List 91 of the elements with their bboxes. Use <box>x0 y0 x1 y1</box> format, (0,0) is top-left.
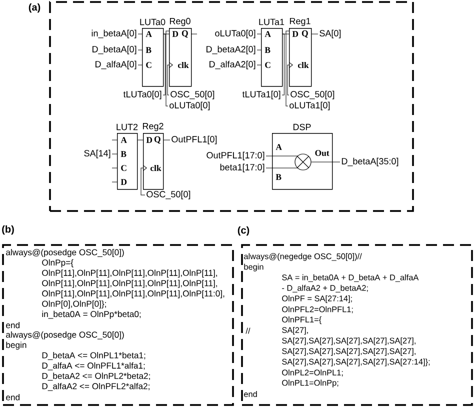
code-line: always@(posedge OSC_50[0]) <box>6 331 124 340</box>
code-line: SA = in_beta0A + D_betaA + D_alfaA <box>282 274 419 282</box>
block-title: Reg2 <box>142 122 164 132</box>
signal-label: D_alfaA2[0] <box>210 60 256 70</box>
signal-label: oLUTa0[0] <box>170 102 210 110</box>
pin-label: D <box>172 31 178 37</box>
block-title: DSP <box>293 124 311 130</box>
code-line: OlnPF = SA[27:14]; <box>282 295 352 303</box>
signal-label: SA[14] <box>84 150 110 158</box>
code-line: always@(negedge OSC_50[0])// <box>244 253 362 261</box>
code-line: SA[27],SA[27],SA[27],SA[27],SA[27], <box>282 348 416 356</box>
block-title: Reg0 <box>170 18 190 26</box>
pin-label: C <box>265 62 270 68</box>
signal-label: SA[0] <box>320 30 341 38</box>
code-line: D_betaA2 <= OlnPL2*beta2; <box>42 372 150 381</box>
code-line: - D_alfaA2 + D_betaA2; <box>282 284 368 292</box>
pin-label: D <box>146 137 152 143</box>
block-title: LUTa1 <box>259 18 284 26</box>
code-line: D_betaA <= OlnPL1*beta1; <box>42 352 146 360</box>
code-line: end <box>244 391 257 398</box>
pin-label: A <box>264 31 271 37</box>
signal-label: tLUTa1[0] <box>242 90 280 100</box>
pin-label: B <box>276 174 282 180</box>
signal-label: OutPFL1[17:0] <box>206 152 264 160</box>
code-line: end <box>6 394 20 400</box>
signal-label: in_betaA[0] <box>92 30 136 38</box>
signal-label: oLUTa0[0] <box>215 30 256 38</box>
code-line: OlnP[11],OlnP[11],OlnP[11],OlnP[11],OlnP[11:0], <box>42 290 224 298</box>
wire <box>286 30 290 106</box>
code-line: in_beta0A = OlnPp*beta0; <box>42 310 141 319</box>
pin-label: clk <box>178 62 189 68</box>
code-line: end <box>6 322 20 328</box>
code-line: always@(posedge OSC_50[0]) <box>6 249 124 258</box>
block-title: LUT2 <box>116 124 138 130</box>
pin-label: Q <box>302 30 308 38</box>
signal-label: OSC_50[0] <box>170 90 214 100</box>
pin-label: B <box>146 47 152 53</box>
signal-label: D_alfaA[0] <box>96 60 136 70</box>
code-line: SA[27],SA[27],SA[27],SA[27],SA[27:14]}; <box>282 358 430 366</box>
signal-label: D_betaA[35:0] <box>342 158 398 166</box>
code-line: OlnPFL1={ <box>282 316 322 324</box>
code-line: OlnPL1=OlnPp; <box>282 380 338 388</box>
code-line: OlnPL2=OlnPL1; <box>282 369 343 376</box>
multiplier-symbol <box>294 154 312 170</box>
code-line: begin <box>244 264 264 272</box>
pin-label: D <box>292 31 298 37</box>
code-line: SA[27], <box>282 326 308 335</box>
panel-label: (c) <box>238 226 250 236</box>
pin-label: D <box>120 179 127 185</box>
pin-label: B <box>120 151 126 157</box>
signal-label: oLUTa1[0] <box>290 102 330 110</box>
block-title: Reg1 <box>290 18 310 26</box>
signal-label: tLUTa0[0] <box>123 90 162 100</box>
signal-label: OSC_50[0] <box>290 90 334 100</box>
code-line: D_alfaA2 <= OlnPFL2*alfa2; <box>42 382 150 391</box>
code-line: OlnPp={ <box>42 259 74 268</box>
pin-label: B <box>264 47 270 53</box>
signal-label: D_betaA[0] <box>92 46 136 54</box>
pin-label: clk <box>298 62 309 68</box>
wire <box>138 64 142 66</box>
pin-label: A <box>276 144 282 150</box>
code-line: OlnP[11],OlnP[11],OlnP[11],OlnP[11],OlnP[11], <box>42 270 217 278</box>
wire <box>140 165 147 196</box>
signal-label: beta1[17:0] <box>220 164 264 172</box>
panel-label: (a) <box>28 3 40 13</box>
pin-label: Q <box>182 30 188 38</box>
wire <box>166 30 170 106</box>
code-line: OlnP[0],OlnP[0]}; <box>42 300 106 309</box>
wire <box>287 62 293 96</box>
wire <box>167 62 173 96</box>
pin-label: clk <box>150 164 162 172</box>
pin-label: A <box>120 137 127 143</box>
wire <box>162 34 166 96</box>
signal-label: OSC_50[0] <box>146 190 190 200</box>
signal-label: OutPFL1[0] <box>172 136 217 144</box>
panel-label: (b) <box>2 225 14 235</box>
pin-label: Q <box>154 136 160 144</box>
block-title: LUTa0 <box>140 18 166 26</box>
pin-label: C <box>146 62 152 68</box>
pin-label: C <box>121 165 126 171</box>
signal-label: D_betaA2[0] <box>206 46 256 54</box>
code-line: // <box>246 328 250 334</box>
code-line: begin <box>6 342 26 350</box>
wire <box>282 34 284 96</box>
wire <box>256 64 262 66</box>
code-line: SA[27],SA[27],SA[27],SA[27],SA[27], <box>282 338 416 346</box>
pin-label: A <box>146 31 152 37</box>
code-line: D_alfaA <= OlnPFL1*alfa1; <box>42 362 145 370</box>
pin-label: Out <box>315 150 330 156</box>
code-line: OlnP[11],OlnP[11],OlnP[11],OlnP[11],OlnP[11], <box>42 280 217 288</box>
code-line: OlnPFL2=OlnPFL1; <box>282 306 353 314</box>
